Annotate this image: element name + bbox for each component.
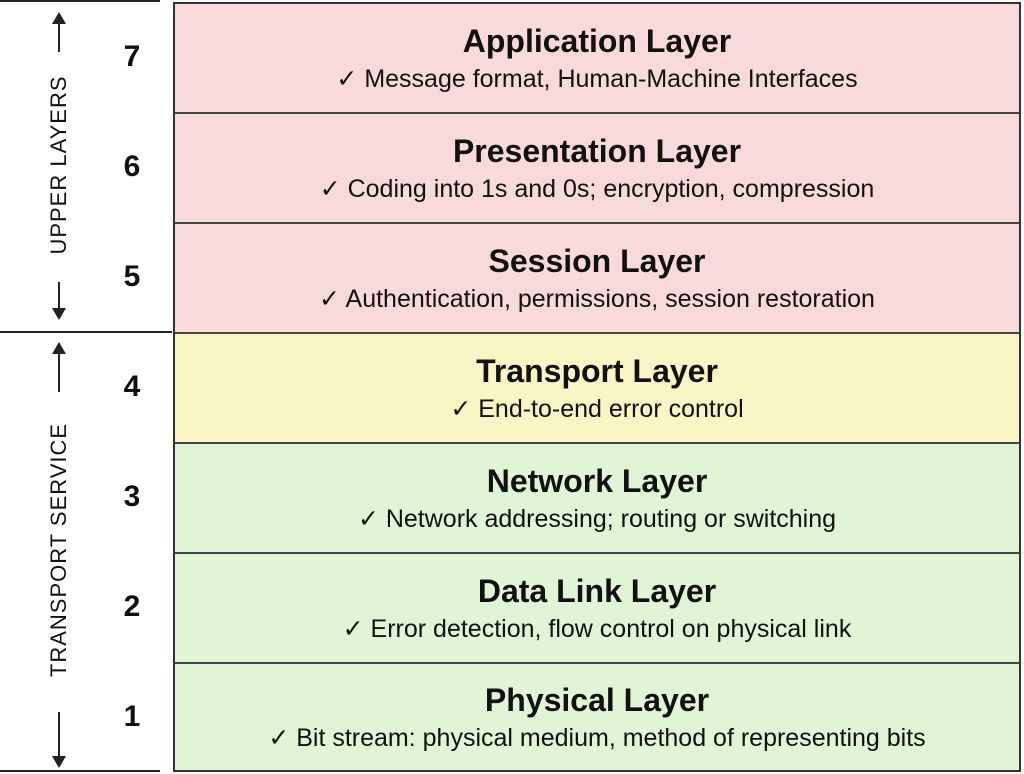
upper-group-top-divider [0,0,160,2]
layer-title: Network Layer [486,463,708,499]
upper-layers-arrow-up-icon [52,12,66,24]
layer-number-5: 5 [123,260,141,293]
upper-layers-arrow-shaft-bottom [58,282,60,310]
layer-description: ✓ Bit stream: physical medium, method of… [268,724,926,752]
transport-service-label: TRANSPORT SERVICE [46,422,71,678]
layer-description: ✓ Network addressing; routing or switchi… [357,505,837,533]
layer-title: Transport Layer [476,353,718,389]
layer-number-1: 1 [123,700,141,733]
layer-number-7: 7 [123,40,141,73]
upper-layers-label: UPPER LAYERS [46,75,71,255]
layer-title: Application Layer [462,23,732,59]
physical-layer-box: Physical Layer ✓ Bit stream: physical me… [175,664,1019,770]
presentation-layer-box: Presentation Layer ✓ Coding into 1s and … [175,114,1019,224]
layer-title: Session Layer [488,243,706,279]
layer-stack: Application Layer ✓ Message format, Huma… [173,2,1021,772]
layer-description: ✓ Message format, Human-Machine Interfac… [336,65,858,93]
group-divider [0,331,172,333]
layer-description: ✓ Coding into 1s and 0s; encryption, com… [319,175,875,203]
transport-service-arrow-down-icon [52,756,66,768]
layer-description: ✓ Error detection, flow control on physi… [342,615,852,643]
layer-number-6: 6 [123,150,141,183]
network-layer-box: Network Layer ✓ Network addressing; rout… [175,444,1019,554]
layer-number-3: 3 [123,480,141,513]
layer-description: ✓ End-to-end error control [450,395,744,423]
upper-layers-arrow-shaft-top [58,22,60,52]
transport-group-bottom-divider [0,770,160,772]
transport-service-arrow-shaft-bottom [58,712,60,758]
layer-title: Data Link Layer [477,573,717,609]
application-layer-box: Application Layer ✓ Message format, Huma… [175,4,1019,114]
data-link-layer-box: Data Link Layer ✓ Error detection, flow … [175,554,1019,664]
transport-service-arrow-up-icon [52,342,66,354]
session-layer-box: Session Layer ✓ Authentication, permissi… [175,224,1019,334]
layer-description: ✓ Authentication, permissions, session r… [319,285,875,313]
layer-number-4: 4 [123,370,141,403]
transport-layer-box: Transport Layer ✓ End-to-end error contr… [175,334,1019,444]
layer-title: Physical Layer [484,682,710,718]
transport-service-arrow-shaft-top [58,352,60,392]
layer-title: Presentation Layer [452,133,742,169]
layer-number-2: 2 [123,590,141,623]
upper-layers-arrow-down-icon [52,308,66,320]
